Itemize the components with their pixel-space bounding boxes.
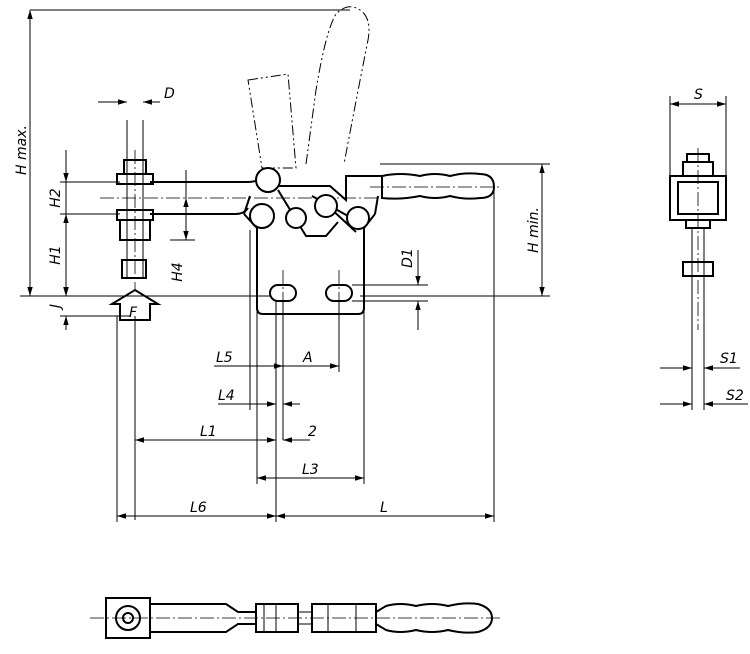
spindle-pressure-pad bbox=[121, 259, 147, 279]
h4-label: H4 bbox=[170, 262, 186, 281]
two-label: 2 bbox=[308, 424, 317, 440]
front-view bbox=[100, 6, 500, 320]
top-arm bbox=[150, 603, 256, 633]
h-max-label: H max. bbox=[14, 125, 30, 175]
h2-label: H2 bbox=[48, 188, 64, 208]
l4-label: L4 bbox=[218, 388, 235, 404]
arm-open-phantom bbox=[247, 73, 297, 169]
side-view-dimensions: S S1 S2 bbox=[660, 87, 748, 410]
f-label: F bbox=[129, 305, 138, 321]
handle-grip bbox=[381, 172, 496, 200]
l-label: L bbox=[380, 500, 388, 516]
top-view bbox=[90, 597, 500, 639]
top-lever-block bbox=[311, 603, 377, 633]
d-label: D bbox=[164, 86, 175, 102]
a-label: A bbox=[302, 350, 313, 366]
pivot-pin bbox=[346, 206, 370, 230]
d1-label: D1 bbox=[400, 248, 416, 268]
top-handle-grip bbox=[375, 602, 494, 634]
top-nut bbox=[115, 605, 141, 631]
l1-label: L1 bbox=[200, 424, 217, 440]
pivot-pin bbox=[255, 167, 281, 193]
side-view bbox=[669, 148, 727, 330]
h-min-label: H min. bbox=[526, 207, 542, 253]
l3-label: L3 bbox=[302, 462, 319, 478]
h1-label: H1 bbox=[48, 245, 64, 264]
s2-label: S2 bbox=[726, 388, 744, 404]
lever-body bbox=[270, 175, 382, 203]
pivot-pin bbox=[314, 194, 338, 218]
front-view-dimensions: H max. D H2 H1 J H4 F H min. bbox=[14, 9, 550, 522]
force-arrow bbox=[108, 288, 162, 321]
top-spindle-block bbox=[105, 597, 151, 639]
pivot-pin bbox=[249, 203, 275, 229]
l6-label: L6 bbox=[190, 500, 207, 516]
s1-label: S1 bbox=[720, 351, 738, 367]
s-label: S bbox=[694, 87, 703, 103]
j-label: J bbox=[48, 304, 64, 311]
pivot-pin bbox=[285, 207, 307, 229]
top-pivot-block bbox=[255, 603, 299, 633]
base-plate-edge-right bbox=[374, 195, 379, 215]
handle-open-phantom bbox=[305, 6, 370, 165]
l5-label: L5 bbox=[216, 350, 233, 366]
top-bolt bbox=[122, 612, 134, 624]
